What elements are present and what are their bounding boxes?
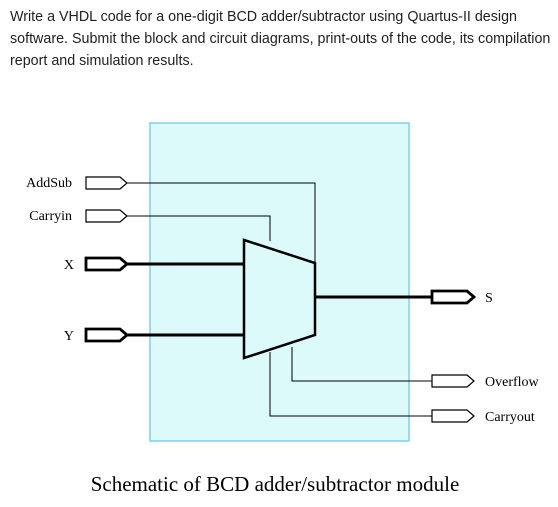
carryin-wire [127,215,271,241]
addsub-input-pin [85,176,128,190]
x-input-pin [84,256,130,272]
overflow-wire [291,347,432,382]
diagram-caption: Schematic of BCD adder/subtractor module [91,472,460,496]
y-input-pin [84,327,130,343]
y-label: Y [64,329,74,344]
question-text: Write a VHDL code for a one-digit BCD ad… [10,9,551,69]
s-label: S [485,291,493,306]
overflow-label: Overflow [485,375,540,390]
s-output-pin [430,289,477,305]
carryout-wire [269,352,432,417]
carryin-label: Carryin [29,209,72,224]
adder-subtractor-unit [242,238,317,360]
carryout-label: Carryout [485,410,535,425]
addsub-wire [127,182,316,263]
x-label: X [64,258,74,273]
overflow-output-pin [431,374,475,388]
carryin-input-pin [85,209,128,223]
carryout-output-pin [431,409,475,423]
addsub-label: AddSub [26,176,72,191]
